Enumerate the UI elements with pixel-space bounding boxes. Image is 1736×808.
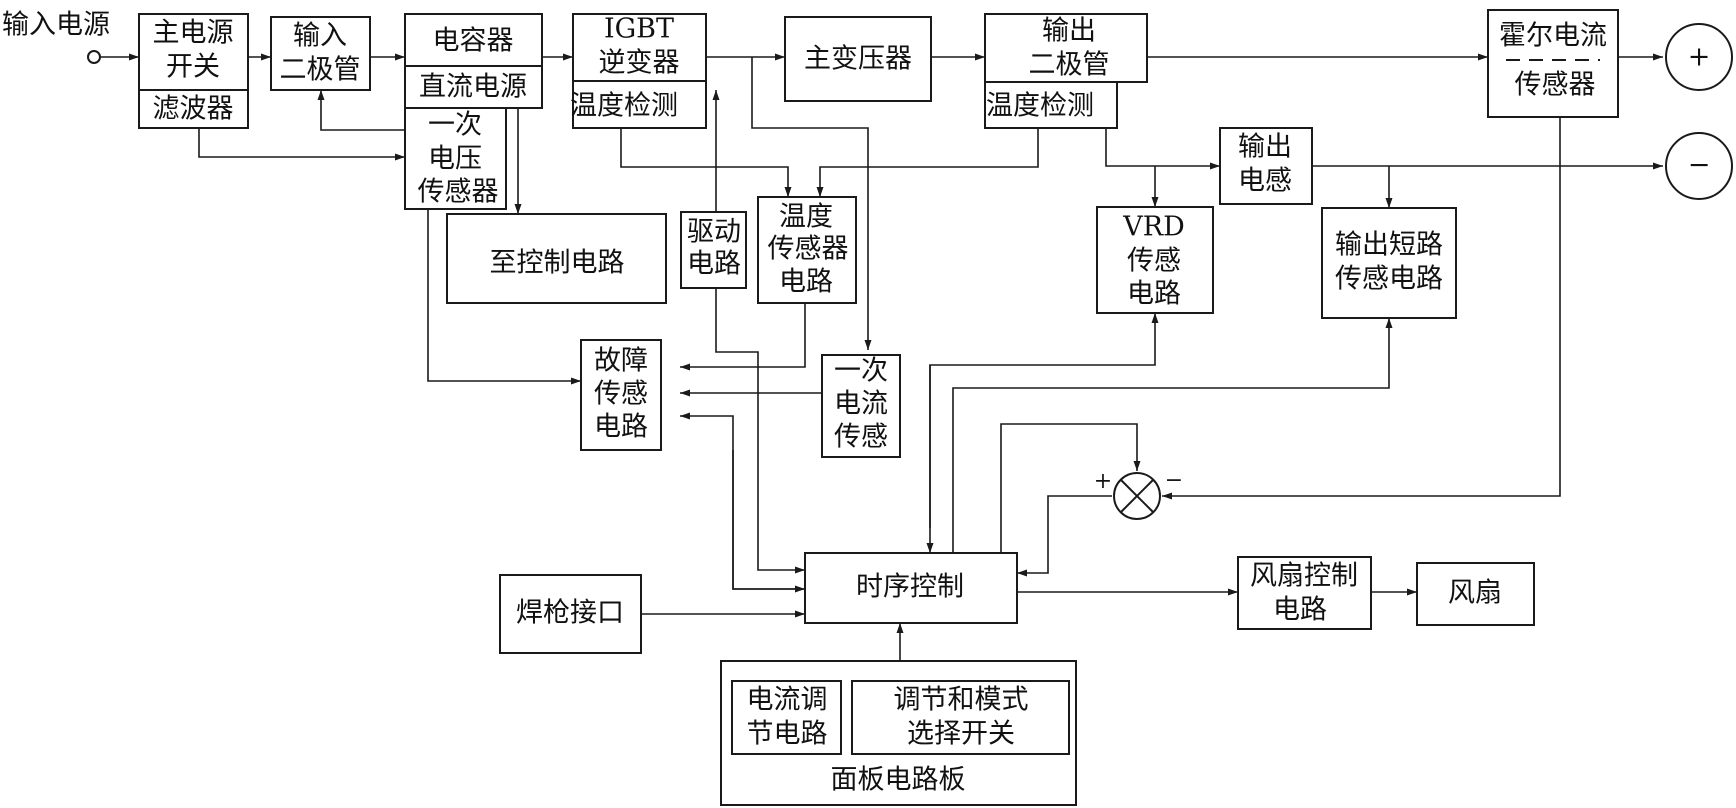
wire-drive-to-timing [715, 288, 805, 574]
output-diode-label-2: 二极管 [1029, 50, 1110, 81]
comparator-minus-label: − [1165, 468, 1183, 493]
input-terminal-icon [87, 50, 101, 64]
fault-sensor-block: 故障 传感 电路 [580, 339, 662, 451]
main-transformer-block: 主变压器 [784, 16, 932, 102]
voltage-sensor-label-1: 一次 [428, 110, 482, 141]
plus-terminal-label: + [1688, 42, 1711, 73]
output-inductor-label-2: 电感 [1238, 166, 1292, 197]
hall-sensor-label-1: 霍尔电流 [1499, 21, 1607, 52]
wire-filter-to-voltage-sensor [198, 128, 405, 161]
drive-circuit-label-1: 驱动 [687, 217, 741, 248]
current-adjust-label-2: 节电路 [747, 719, 828, 750]
wire-temp-to-fault [680, 303, 806, 371]
vrd-sensor-block: VRD 传感 电路 [1096, 206, 1214, 314]
to-control-label: 至控制电路 [490, 248, 625, 279]
wire-fault-timing [680, 412, 805, 590]
main-switch-label-2: 开关 [166, 52, 220, 83]
temp-sensor-circuit-block: 温度 传感器 电路 [757, 196, 857, 304]
vrd-sensor-label-3: 电路 [1127, 279, 1181, 310]
fan-control-block: 风扇控制 电路 [1237, 556, 1372, 630]
torch-interface-label: 焊枪接口 [516, 598, 624, 629]
panel-board-block: 电流调 节电路 调节和模式 选择开关 面板电路板 [720, 660, 1077, 806]
output-inductor-label-1: 输出 [1238, 132, 1292, 163]
voltage-sensor-label-3: 传感器 [418, 177, 499, 208]
wire-voltage-sensor-to-diode [317, 90, 405, 131]
igbt-temp-label: 温度检测 [570, 91, 678, 122]
output-diode-label-1: 输出 [1042, 16, 1096, 47]
fault-sensor-label-1: 故障 [594, 346, 648, 377]
input-diode-label-1: 输入 [293, 21, 347, 52]
panel-board-label: 面板电路板 [831, 765, 966, 796]
fan-control-label-2: 电路 [1273, 595, 1327, 626]
current-adjust-label-1: 电流调 [747, 685, 828, 716]
temp-sensor-label-1: 温度 [779, 202, 833, 233]
main-transformer-label: 主变压器 [804, 44, 912, 75]
short-circuit-sensor-block: 输出短路 传感电路 [1321, 207, 1457, 319]
main-switch-block: 主电源 开关 滤波器 [138, 13, 249, 129]
wire-timing-to-comparator [1000, 423, 1141, 553]
fan-block: 风扇 [1416, 562, 1535, 626]
igbt-block: IGBT 逆变器 温度检测 [570, 13, 707, 129]
mode-switch-label-2: 选择开关 [907, 719, 1015, 750]
short-sensor-label-2: 传感电路 [1335, 264, 1443, 295]
minus-terminal-label: − [1688, 150, 1711, 181]
input-power-label: 输入电源 [2, 10, 110, 41]
filter-label: 滤波器 [153, 94, 234, 125]
current-sensor-label-1: 一次 [834, 356, 888, 387]
igbt-label-1: IGBT [604, 14, 674, 45]
capacitor-label: 电容器 [433, 26, 514, 57]
output-diode-temp-label: 温度检测 [986, 91, 1094, 122]
wire-fault-timing-2 [732, 450, 805, 593]
vrd-sensor-label-1: VRD [1122, 212, 1184, 243]
input-diode-block: 输入 二极管 [270, 16, 371, 91]
wire-output-temp-to-temp-sensor [816, 128, 1039, 197]
output-inductor-block: 输出 电感 [1219, 127, 1313, 205]
temp-sensor-label-2: 传感器 [768, 234, 849, 265]
fault-sensor-label-2: 传感 [594, 379, 648, 410]
igbt-label-2: 逆变器 [599, 48, 680, 79]
hall-sensor-block: 霍尔电流 传感器 [1487, 9, 1619, 118]
wire-to-output-inductor [1105, 128, 1220, 170]
plus-terminal-icon [1665, 23, 1733, 91]
mode-switch-label-1: 调节和模式 [894, 685, 1029, 716]
short-sensor-label-1: 输出短路 [1335, 230, 1443, 261]
wire-hall-to-comparator [1162, 117, 1561, 500]
connection-lines [100, 53, 1663, 661]
fan-label: 风扇 [1448, 578, 1502, 609]
minus-terminal-icon [1665, 132, 1733, 200]
wire-voltage-to-fault [427, 209, 581, 385]
wire-igbt-to-current-sensor [751, 57, 872, 350]
vrd-sensor-label-2: 传感 [1127, 246, 1181, 277]
to-control-block: 至控制电路 [446, 213, 667, 304]
capacitor-block: 电容器 直流电源 一次 电压 传感器 [404, 13, 543, 210]
wire-short-timing [952, 318, 1393, 553]
comparator-plus-label: + [1094, 469, 1112, 494]
current-sensor-label-2: 电流 [834, 389, 888, 420]
timing-control-label: 时序控制 [856, 572, 964, 603]
wire-igbt-temp-to-temp-sensor [620, 128, 792, 197]
drive-circuit-block: 驱动 电路 [680, 211, 747, 289]
voltage-sensor-label-2: 电压 [428, 144, 482, 175]
main-switch-label-1: 主电源 [153, 18, 234, 49]
current-sensor-label-3: 传感 [834, 422, 888, 453]
timing-control-block: 时序控制 [804, 552, 1018, 624]
hall-sensor-label-2: 传感器 [1515, 70, 1596, 101]
primary-current-sensor-block: 一次 电流 传感 [821, 354, 901, 458]
fan-control-label-1: 风扇控制 [1250, 561, 1358, 592]
wire-comparator-to-timing [1017, 495, 1112, 577]
torch-interface-block: 焊枪接口 [499, 574, 642, 654]
comparator-junction: + − [1094, 468, 1183, 520]
output-diode-block: 输出 二极管 温度检测 [984, 13, 1148, 129]
drive-circuit-label-2: 电路 [687, 249, 741, 280]
input-diode-label-2: 二极管 [280, 55, 361, 86]
fault-sensor-label-3: 电路 [594, 412, 648, 443]
temp-sensor-label-3: 电路 [779, 267, 833, 298]
dc-supply-label: 直流电源 [419, 72, 527, 103]
